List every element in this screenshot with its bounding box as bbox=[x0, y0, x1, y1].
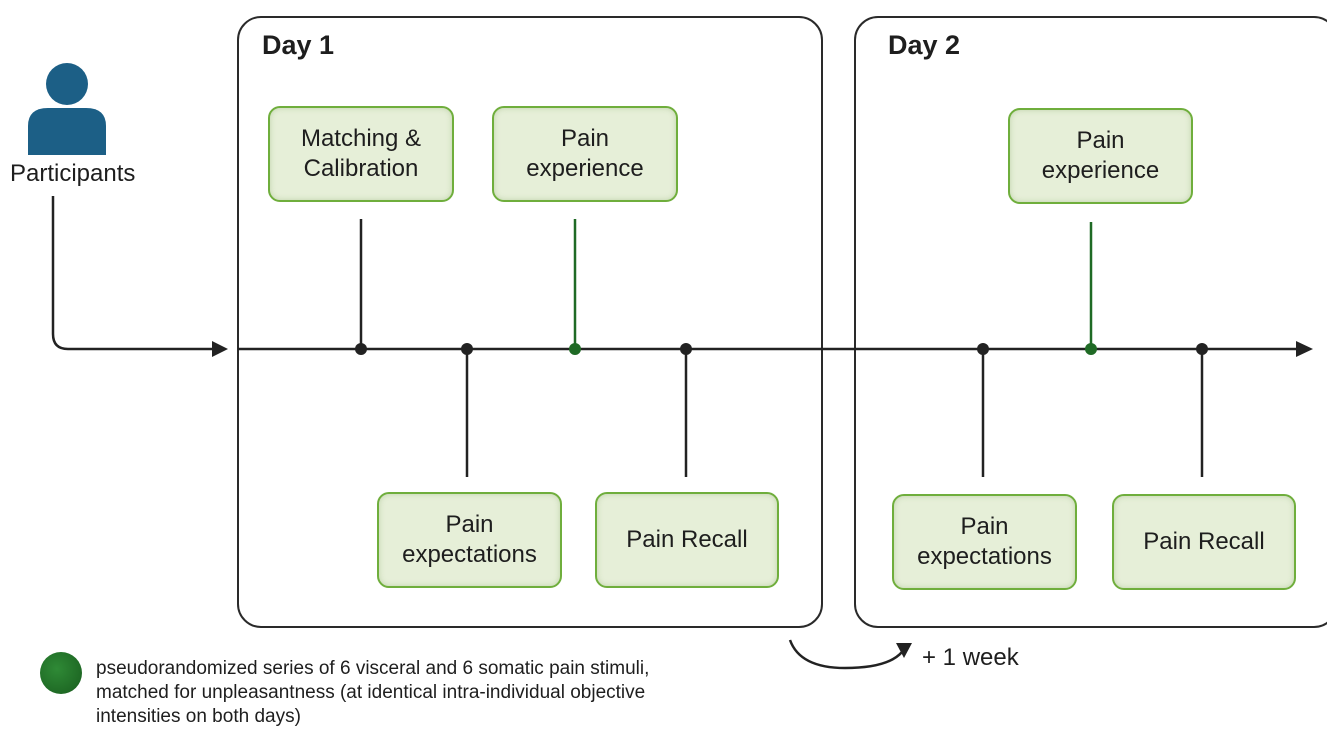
week-interval-label: + 1 week bbox=[922, 644, 1019, 671]
stimulus-legend-dot bbox=[40, 652, 82, 694]
step-day2-pain-expectations: Pain expectations bbox=[892, 494, 1077, 590]
participant-connector bbox=[51, 196, 216, 351]
day-2-panel bbox=[854, 16, 1327, 628]
week-interval-arrow bbox=[788, 639, 903, 670]
week-interval-arrowhead bbox=[896, 643, 912, 658]
day-2-title: Day 2 bbox=[888, 30, 961, 60]
participants-label: Participants bbox=[10, 160, 136, 187]
timeline-dot-day1-expectations bbox=[461, 343, 473, 355]
step-day2-pain-experience: Pain experience bbox=[1008, 108, 1193, 204]
day-1-panel bbox=[237, 16, 823, 628]
timeline-dot-day1-recall bbox=[680, 343, 692, 355]
timeline-dot-day1-stimulus bbox=[569, 343, 581, 355]
person-icon bbox=[28, 63, 106, 155]
participant-arrowhead bbox=[212, 341, 228, 357]
step-matching-calibration: Matching & Calibration bbox=[268, 106, 454, 202]
timeline-arrowhead bbox=[1296, 341, 1313, 357]
step-day2-pain-recall: Pain Recall bbox=[1112, 494, 1296, 590]
step-day1-pain-experience: Pain experience bbox=[492, 106, 678, 202]
stimulus-legend-text: pseudorandomized series of 6 visceral an… bbox=[96, 658, 650, 727]
timeline-dot-day2-recall bbox=[1196, 343, 1208, 355]
timeline-dot-day2-expectations bbox=[977, 343, 989, 355]
step-day1-pain-expectations: Pain expectations bbox=[377, 492, 562, 588]
timeline-dot-day2-stimulus bbox=[1085, 343, 1097, 355]
timeline-dot-matching bbox=[355, 343, 367, 355]
step-day1-pain-recall: Pain Recall bbox=[595, 492, 779, 588]
day-1-title: Day 1 bbox=[262, 30, 335, 60]
